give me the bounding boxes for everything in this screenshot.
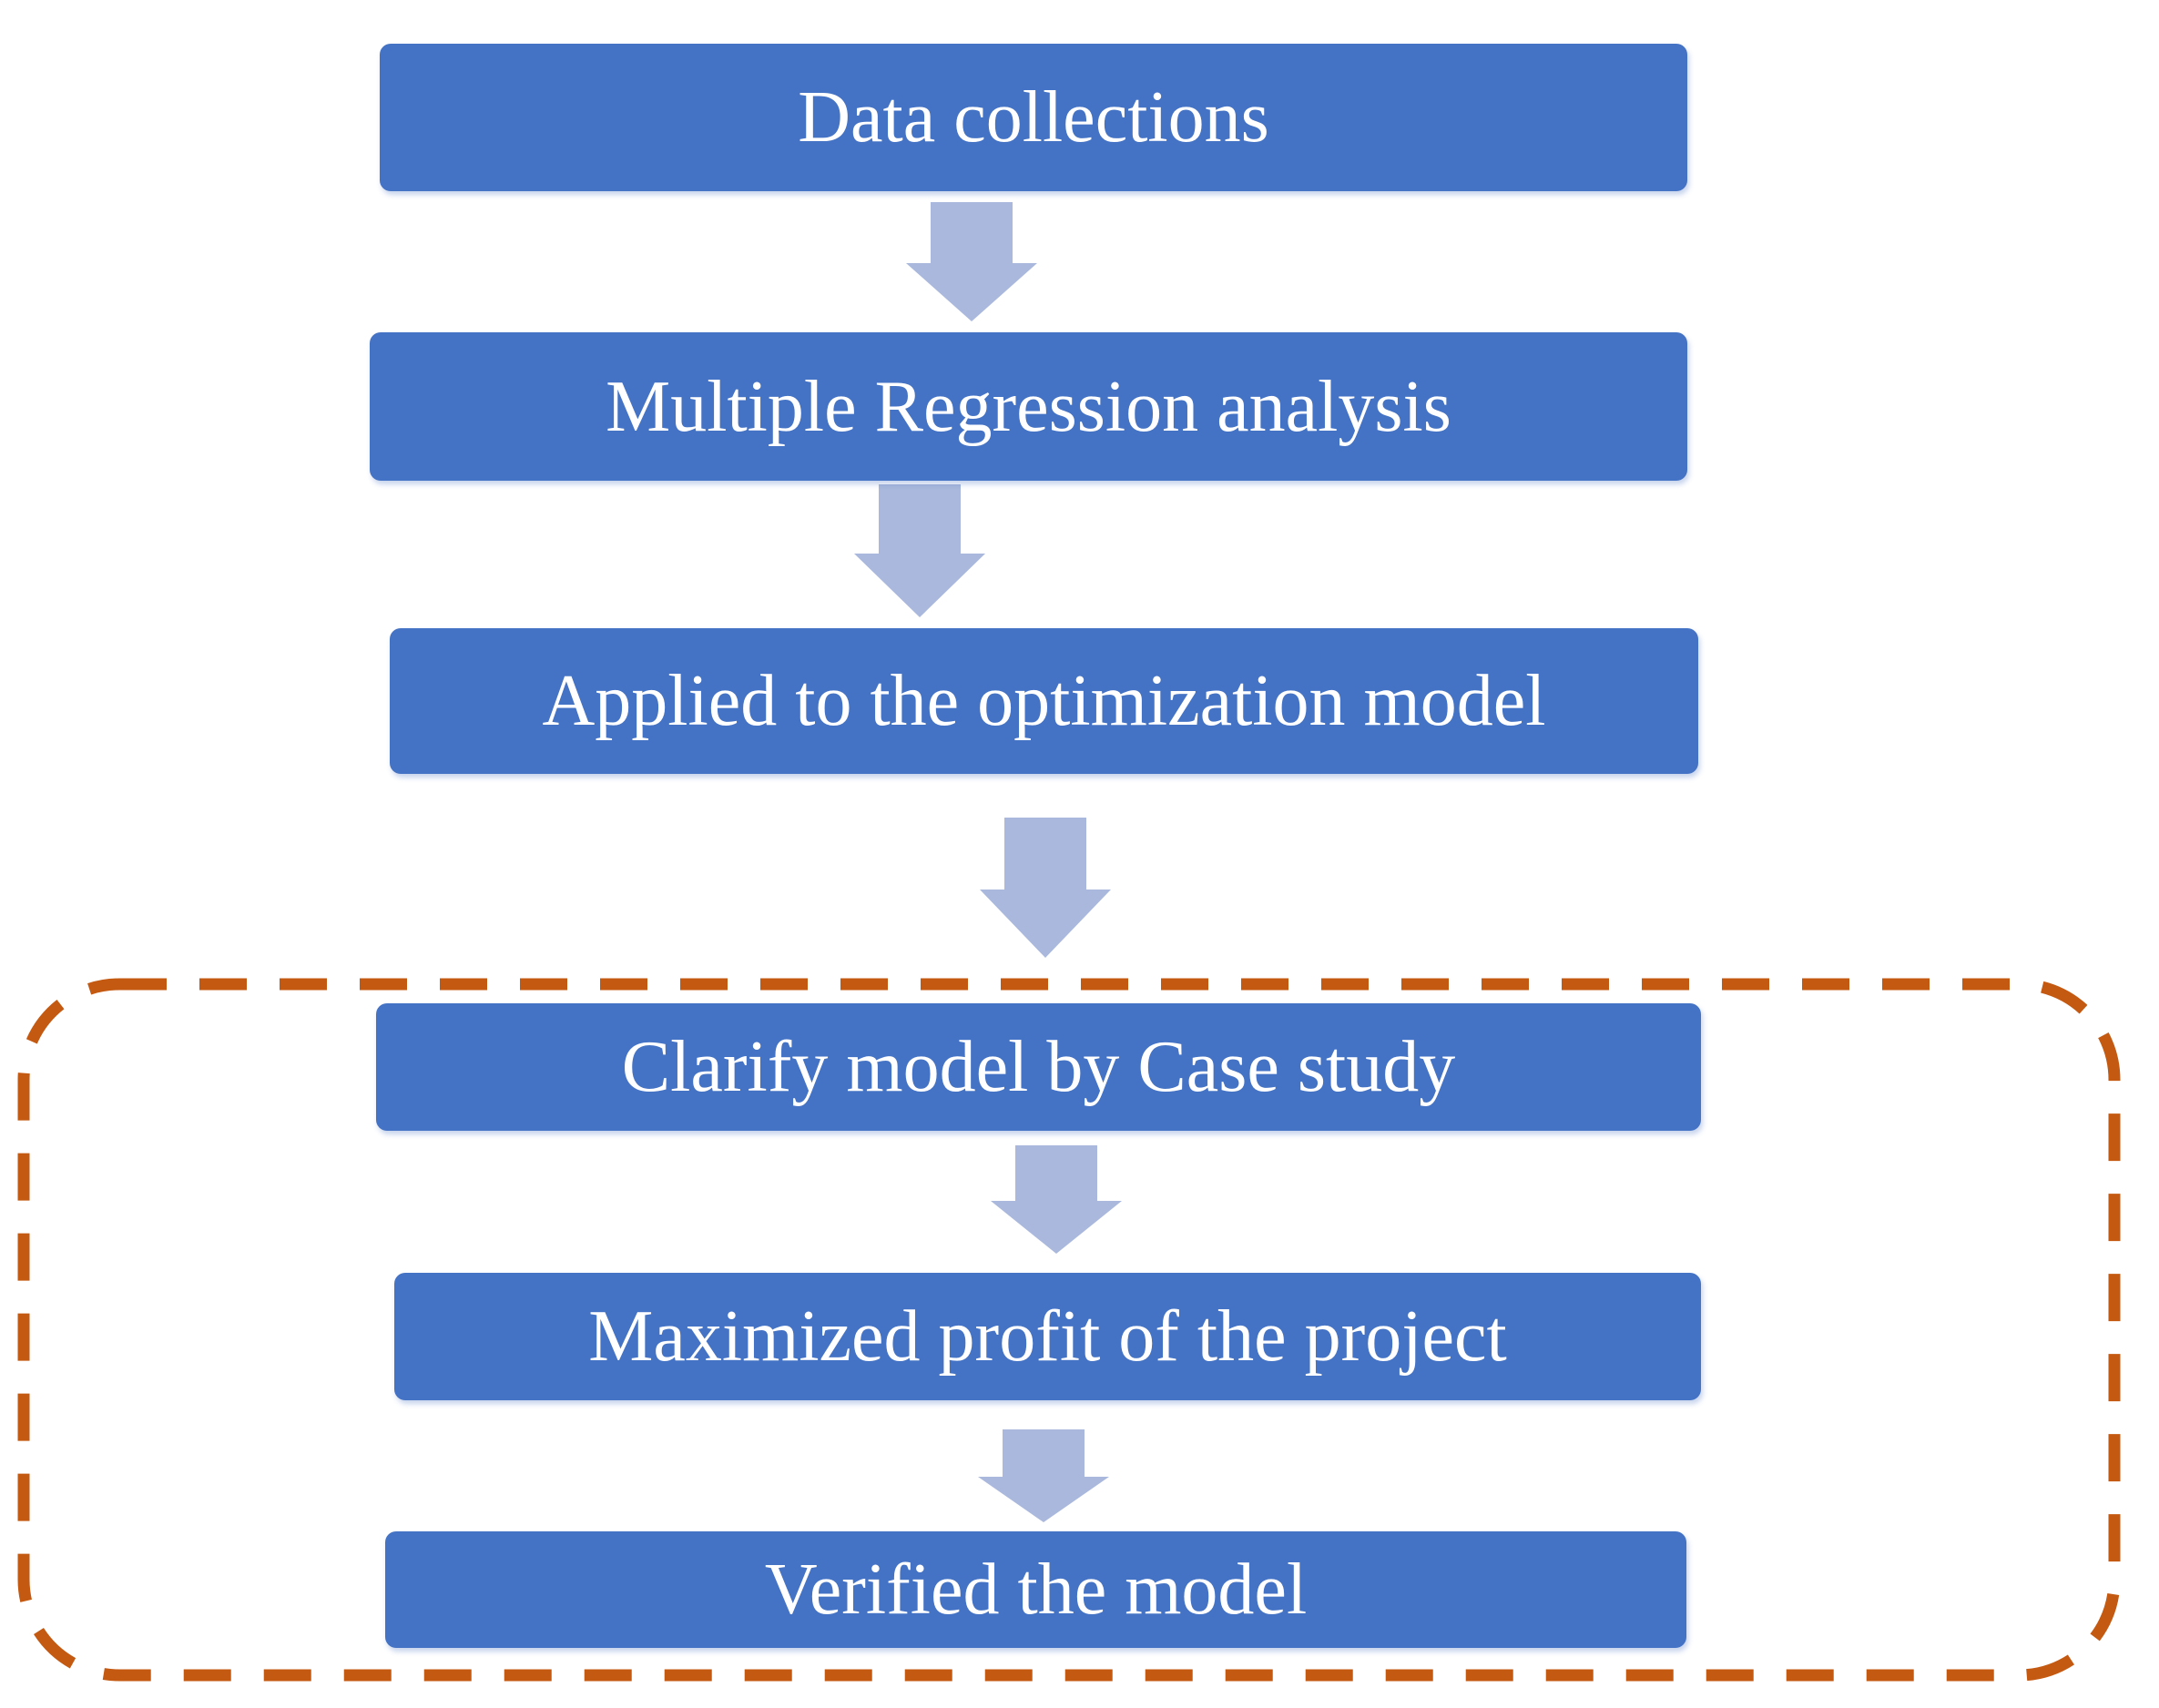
step-box-verified-the-model: Verified the model [385, 1531, 1686, 1648]
down-arrow-icon [854, 484, 985, 617]
step-box-applied-to-optimization-model: Applied to the optimization model [390, 628, 1698, 774]
down-arrow-icon [906, 202, 1037, 321]
step-label: Clarify model by Case study [621, 1027, 1456, 1107]
step-label: Applied to the optimization model [542, 661, 1546, 741]
down-arrow-icon [991, 1145, 1122, 1254]
down-arrow-icon [980, 818, 1111, 958]
step-box-maximized-profit-of-project: Maximized profit of the project [394, 1273, 1701, 1400]
down-arrow-icon [978, 1429, 1109, 1522]
step-box-data-collections: Data collections [380, 44, 1687, 191]
step-label: Multiple Regression analysis [606, 366, 1451, 447]
step-label: Data collections [798, 77, 1269, 158]
step-box-multiple-regression-analysis: Multiple Regression analysis [370, 332, 1687, 481]
step-box-clarify-model-by-case-study: Clarify model by Case study [376, 1003, 1701, 1131]
step-label: Maximized profit of the project [588, 1296, 1507, 1377]
case-study-group-outline [17, 978, 2121, 1682]
step-label: Verified the model [764, 1550, 1308, 1630]
